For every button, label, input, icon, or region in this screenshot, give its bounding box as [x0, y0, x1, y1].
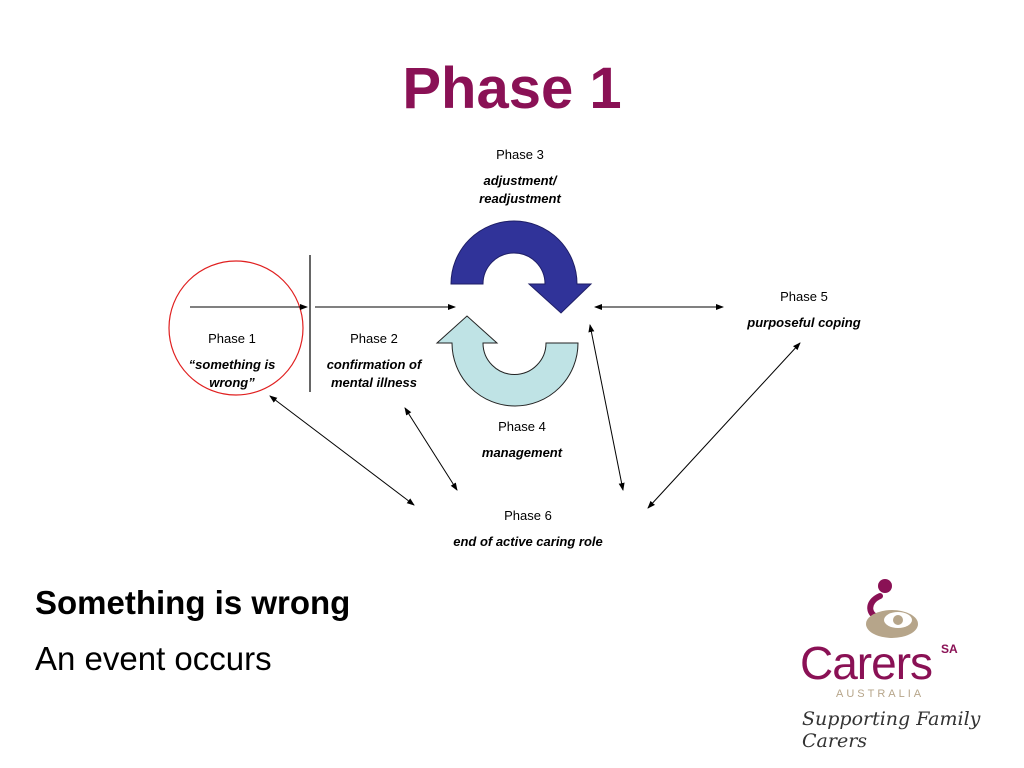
logo-region: SA [941, 642, 958, 656]
phase2-label: Phase 2 confirmation of mental illness [312, 330, 436, 392]
phase6-desc: end of active caring role [453, 534, 603, 549]
section-subheading: An event occurs [35, 640, 272, 677]
phase4-name: Phase 4 [498, 419, 546, 434]
phase4-label: Phase 4 management [452, 418, 592, 462]
phase1-desc: “something is wrong” [188, 357, 276, 390]
slide-title: Phase 1 [402, 56, 622, 121]
arrow-phase2-phase6 [404, 407, 458, 491]
phase5-desc: purposeful coping [747, 315, 861, 330]
phase6-name: Phase 6 [504, 508, 552, 523]
carers-figure-icon [866, 579, 918, 638]
management-cycle-arrow [435, 315, 579, 407]
phase5-label: Phase 5 purposeful coping [722, 288, 886, 332]
phase1-name: Phase 1 [208, 331, 256, 346]
adjustment-cycle-arrow [450, 220, 593, 314]
phase1-circle [168, 260, 304, 396]
phase3-label: Phase 3 adjustment/ readjustment [455, 146, 585, 208]
logo-country: AUSTRALIA [836, 688, 925, 700]
section-heading: Something is wrong [35, 584, 351, 621]
logo-tagline: Supporting Family Carers [802, 708, 981, 752]
phase2-name: Phase 2 [350, 331, 398, 346]
phase5-name: Phase 5 [780, 289, 828, 304]
phase2-desc: confirmation of mental illness [326, 357, 422, 390]
phase3-desc: adjustment/ readjustment [479, 173, 561, 206]
logo-brand: Carers [800, 637, 933, 689]
phase6-label: Phase 6 end of active caring role [428, 507, 628, 551]
arrow-cycle-phase6 [588, 324, 625, 491]
arrow-phase5-phase6 [647, 342, 801, 509]
arrow-phase1-phase6 [269, 395, 415, 506]
phase4-desc: management [481, 445, 563, 460]
phase1-label: Phase 1 “something is wrong” [176, 330, 288, 392]
phase3-name: Phase 3 [496, 147, 544, 162]
